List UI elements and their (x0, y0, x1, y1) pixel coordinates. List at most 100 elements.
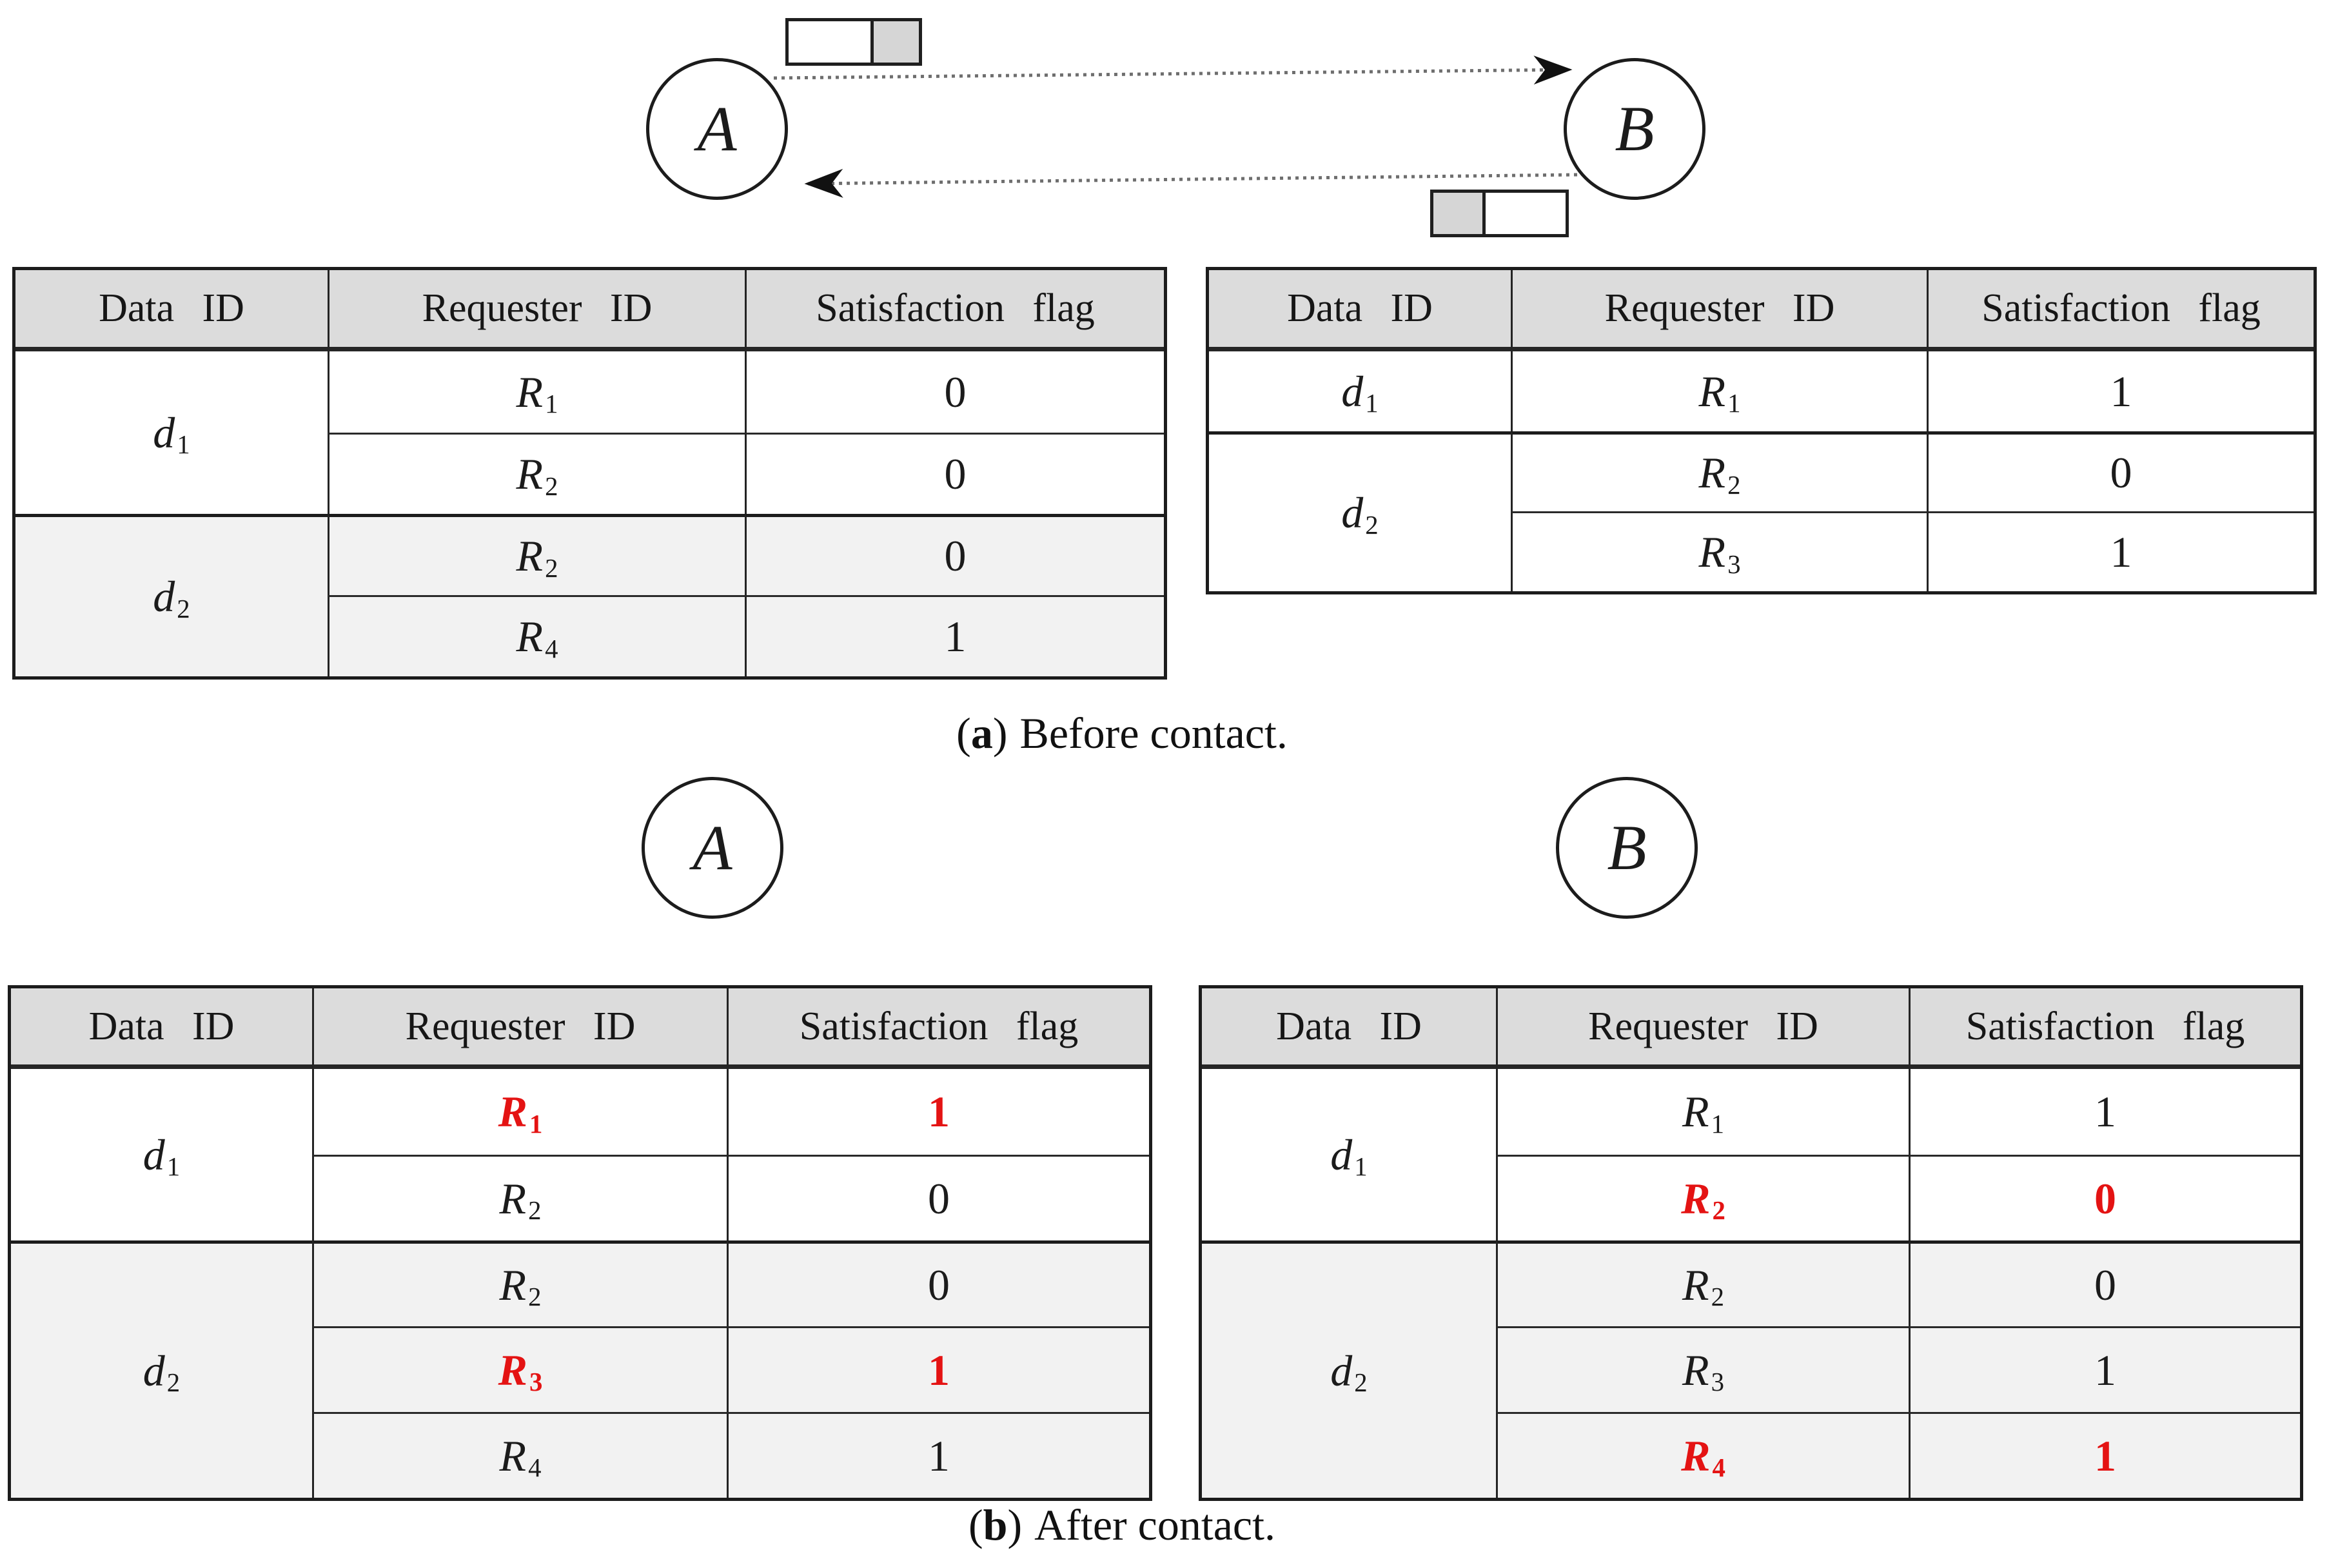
header-cell: Requester ID (328, 270, 745, 351)
flag-cell: 1 (1909, 1326, 2300, 1412)
variable-label: R3 (1682, 1345, 1724, 1397)
summary-vector-b-icon (1430, 190, 1569, 237)
header-cell: Requester ID (312, 988, 727, 1069)
data-id-cell: d2 (1209, 431, 1511, 591)
variable-subscript: 1 (529, 1109, 543, 1139)
caption-after-contact: (b)After contact. (0, 1500, 2244, 1550)
requester-cell: R4 (328, 595, 745, 676)
flag-cell: 0 (1909, 1240, 2300, 1326)
caption-open-paren: ( (968, 1500, 983, 1549)
caption-close-paren: ) (1007, 1500, 1023, 1549)
flag-cell: 1 (1927, 511, 2314, 591)
header-cell: Requester ID (1496, 988, 1909, 1069)
variable-subscript: 3 (1727, 549, 1741, 579)
requester-cell: R1 (1511, 351, 1927, 431)
variable-label: R2 (516, 531, 558, 583)
header-cell: Satisfaction flag (1927, 270, 2314, 351)
header-cell: Requester ID (1511, 270, 1927, 351)
header-cell: Data ID (15, 270, 328, 351)
variable-label: d1 (1341, 366, 1379, 418)
variable-label: R1 (1682, 1087, 1724, 1139)
flag-cell: 0 (745, 514, 1164, 595)
requester-cell: R2 (328, 514, 745, 595)
variable-subscript: 2 (545, 553, 558, 583)
requester-cell: R3 (1511, 511, 1927, 591)
variable-label: R3 (498, 1345, 543, 1397)
variable-label: R2 (499, 1173, 542, 1226)
header-cell: Satisfaction flag (727, 988, 1149, 1069)
variable-subscript: 1 (1365, 389, 1379, 418)
node-a-label: A (693, 812, 732, 883)
packet-cell-empty (789, 21, 870, 63)
caption-before-contact: (a)Before contact. (0, 708, 2244, 758)
variable-label: R2 (499, 1260, 542, 1312)
variable-label: d1 (153, 407, 190, 460)
flag-cell: 0 (1927, 431, 2314, 511)
variable-label: d2 (142, 1346, 181, 1398)
header-cell: Data ID (11, 988, 312, 1069)
variable-label: R1 (1698, 366, 1741, 418)
summary-vector-a-icon (785, 18, 922, 66)
variable-subscript: 3 (1711, 1367, 1724, 1397)
variable-subscript: 2 (1354, 1368, 1368, 1398)
flag-cell: 0 (727, 1240, 1149, 1326)
variable-subscript: 1 (1711, 1109, 1724, 1139)
caption-text: Before contact. (1019, 709, 1288, 758)
variable-label: R2 (1698, 448, 1741, 500)
packet-cell-filled (870, 21, 919, 63)
header-cell: Data ID (1209, 270, 1511, 351)
node-a-label: A (697, 93, 737, 164)
data-id-cell: d1 (11, 1069, 312, 1240)
flag-cell: 1 (1909, 1069, 2300, 1155)
contact-arrows (773, 55, 1578, 198)
variable-subscript: 4 (545, 634, 558, 663)
requester-cell: R3 (312, 1326, 727, 1412)
header-cell: Satisfaction flag (745, 270, 1164, 351)
variable-label: d1 (142, 1130, 181, 1182)
variable-subscript: 4 (528, 1453, 542, 1483)
variable-subscript: 1 (1727, 389, 1741, 418)
requester-cell: R4 (1496, 1412, 1909, 1498)
flag-cell: 0 (745, 351, 1164, 433)
variable-label: R2 (516, 449, 558, 501)
requester-cell: R2 (312, 1240, 727, 1326)
data-id-cell: d2 (1202, 1240, 1496, 1498)
requester-cell: R2 (1496, 1155, 1909, 1240)
data-id-cell: d1 (1209, 351, 1511, 431)
flag-cell: 1 (1927, 351, 2314, 431)
flag-cell: 1 (727, 1412, 1149, 1498)
variable-label: R4 (1681, 1431, 1725, 1483)
arrow-b-to-a (804, 168, 1578, 198)
node-b-circle-before: B (1564, 58, 1705, 200)
node-b-label: B (1615, 93, 1655, 164)
variable-subscript: 1 (177, 430, 190, 460)
requester-cell: R2 (312, 1155, 727, 1240)
flag-cell: 1 (727, 1069, 1149, 1155)
variable-subscript: 2 (177, 594, 190, 623)
variable-label: R2 (1682, 1260, 1724, 1312)
variable-subscript: 2 (1712, 1196, 1725, 1226)
variable-subscript: 1 (1354, 1152, 1368, 1182)
header-cell: Satisfaction flag (1909, 988, 2300, 1069)
requester-cell: R4 (312, 1412, 727, 1498)
requester-cell: R1 (1496, 1069, 1909, 1155)
variable-label: R3 (1698, 527, 1741, 579)
variable-label: d2 (1330, 1346, 1368, 1398)
flag-cell: 0 (1909, 1155, 2300, 1240)
variable-label: d2 (153, 572, 190, 623)
variable-subscript: 2 (528, 1196, 542, 1226)
variable-subscript: 3 (529, 1367, 543, 1397)
variable-label: d1 (1330, 1130, 1368, 1182)
node-a-circle-before: A (646, 58, 788, 200)
variable-subscript: 2 (1727, 470, 1741, 500)
flag-cell: 1 (1909, 1412, 2300, 1498)
variable-subscript: 1 (166, 1152, 181, 1182)
variable-subscript: 2 (528, 1282, 542, 1312)
node-a-circle-after: A (642, 777, 783, 919)
variable-label: R1 (516, 367, 558, 419)
variable-label: R4 (516, 612, 558, 663)
